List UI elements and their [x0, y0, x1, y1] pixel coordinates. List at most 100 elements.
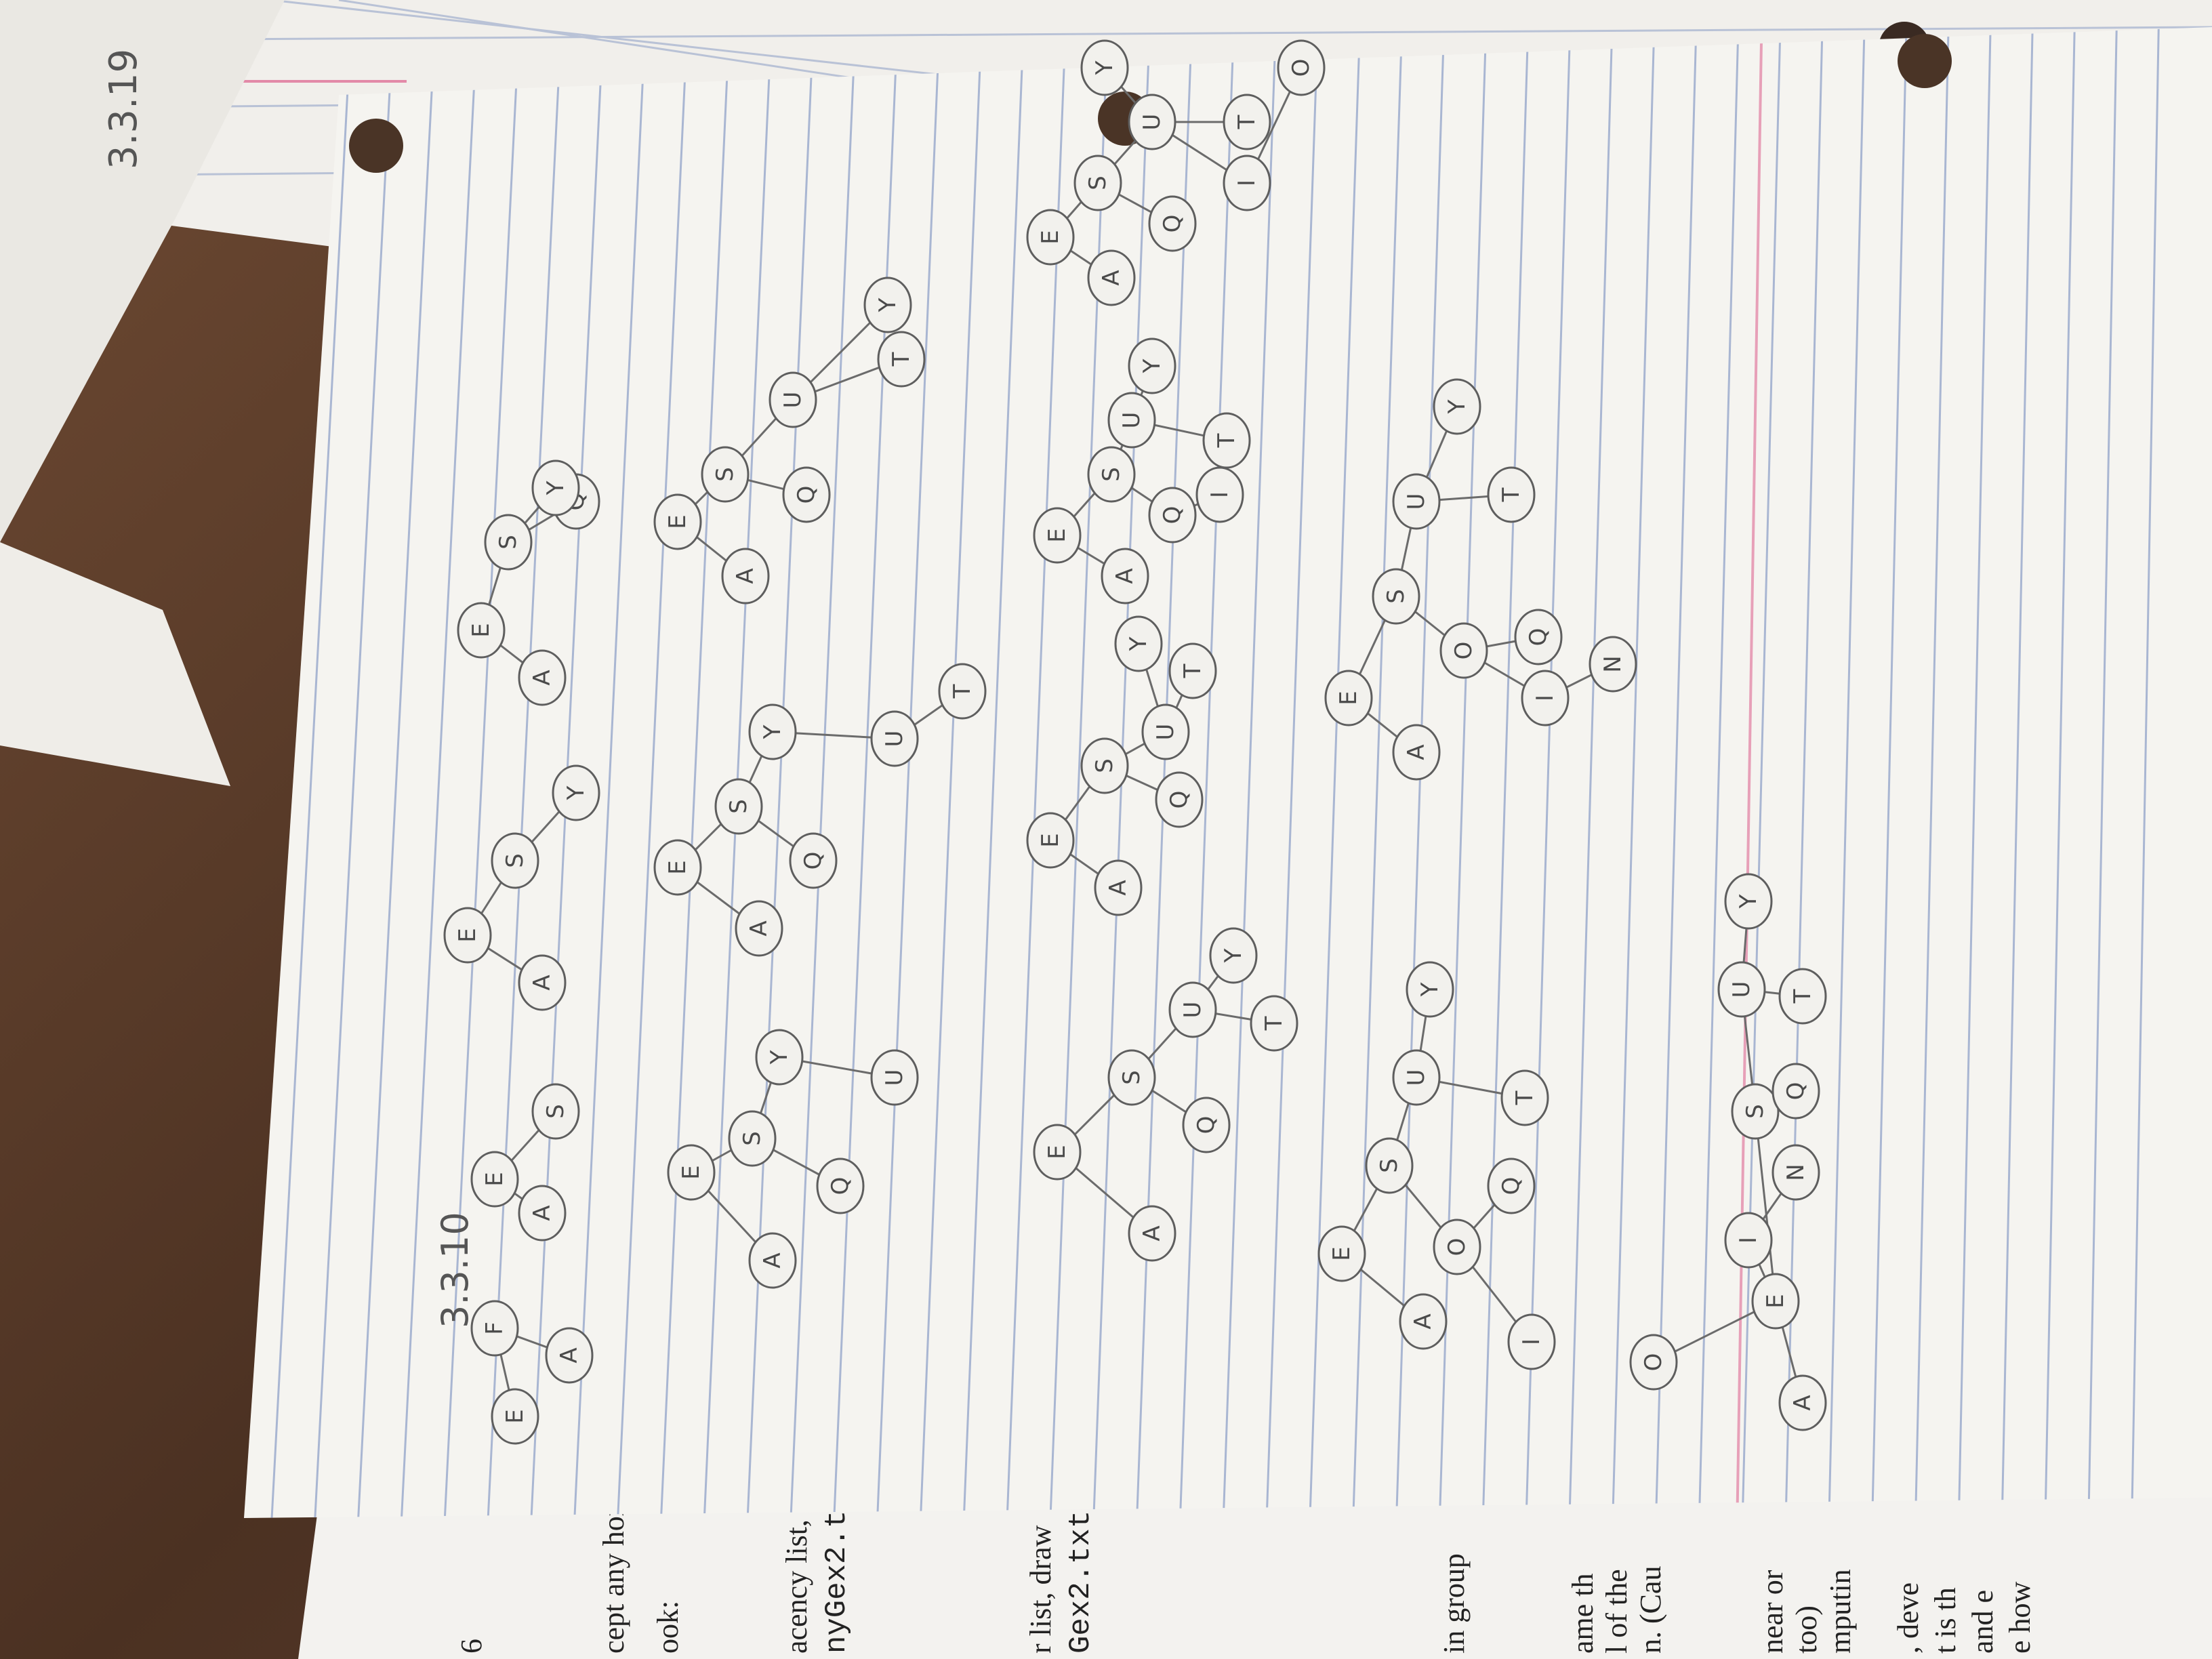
node-label: U	[1728, 981, 1755, 998]
tree-node: A	[545, 1327, 594, 1384]
node-label: T	[1213, 433, 1240, 448]
node-circle	[518, 649, 567, 706]
tree-node: T	[1778, 968, 1827, 1025]
node-circle	[1209, 927, 1258, 984]
node-label: T	[1498, 487, 1525, 502]
tree-node: E	[443, 907, 492, 964]
node-circle	[1372, 568, 1420, 625]
node-label: S	[1376, 1158, 1403, 1173]
tree-node: S	[1107, 1049, 1156, 1106]
node-circle	[728, 1110, 777, 1167]
tree-node: S	[1731, 1083, 1780, 1140]
node-label: A	[759, 1252, 786, 1268]
node-circle	[1195, 466, 1244, 523]
node-circle	[1324, 670, 1373, 726]
node-label: S	[739, 1131, 766, 1146]
tree-node: Q	[1771, 1063, 1820, 1120]
tree-node: Q	[1487, 1158, 1536, 1214]
tree-node: Q	[1155, 771, 1204, 828]
node-circle	[1128, 337, 1176, 394]
node-label: Q	[800, 852, 827, 870]
tree-node: T	[1202, 412, 1251, 469]
node-circle	[518, 1185, 567, 1242]
binder-hole	[1898, 34, 1952, 88]
node-circle	[870, 1049, 919, 1106]
tree-node: E	[653, 839, 702, 896]
node-label: U	[1403, 493, 1430, 510]
node-label: I	[1532, 695, 1559, 701]
tree-node: E	[1026, 209, 1075, 266]
node-label: N	[1782, 1164, 1809, 1181]
node-circle	[1724, 873, 1773, 930]
node-circle	[518, 954, 567, 1011]
node-label: Q	[1166, 791, 1193, 809]
node-label: Y	[562, 785, 590, 800]
node-circle	[1433, 378, 1481, 435]
node-circle	[1751, 1273, 1800, 1330]
tree-node: E	[667, 1144, 716, 1201]
tree-node: Y	[1080, 39, 1129, 96]
node-label: A	[1139, 1225, 1166, 1241]
tree-node: I	[1195, 466, 1244, 523]
node-label: A	[732, 568, 759, 583]
node-label: Q	[1159, 215, 1186, 233]
tree-node: E	[457, 602, 506, 659]
node-circle	[938, 663, 987, 720]
node-label: A	[529, 975, 556, 990]
tree-node: S	[1372, 568, 1420, 625]
tree-t1: EFA	[470, 1300, 594, 1445]
node-circle	[721, 548, 770, 605]
node-label: A	[529, 670, 556, 685]
node-label: O	[1288, 59, 1315, 77]
node-label: E	[468, 623, 495, 637]
node-circle	[748, 1232, 797, 1289]
tree-node: Y	[755, 1029, 804, 1086]
node-label: T	[1261, 1016, 1288, 1031]
node-label: Y	[1220, 948, 1247, 963]
tree-node: U	[1717, 961, 1766, 1018]
tree-node: A	[1128, 1205, 1176, 1262]
tree-node: N	[1589, 636, 1637, 693]
node-circle	[1717, 961, 1766, 1018]
node-circle	[1026, 812, 1075, 869]
node-label: E	[1328, 1246, 1355, 1261]
node-label: Q	[1193, 1116, 1220, 1134]
tree-t2: EAS	[470, 1083, 580, 1242]
node-label: A	[1403, 744, 1430, 760]
node-circle	[1087, 249, 1136, 306]
tree-node: A	[518, 649, 567, 706]
node-label: Q	[793, 486, 820, 504]
node-circle	[714, 778, 763, 835]
node-circle	[1101, 548, 1149, 605]
node-label: T	[949, 684, 976, 699]
tree-node: A	[1101, 548, 1149, 605]
tree-node: Y	[531, 459, 580, 516]
node-circle	[816, 1158, 865, 1214]
tree-node: S	[531, 1083, 580, 1140]
tree-node: Y	[748, 703, 797, 760]
node-label: Y	[1125, 636, 1152, 651]
node-circle	[1731, 1083, 1780, 1140]
node-circle	[484, 514, 533, 571]
tree-node: Q	[789, 832, 838, 889]
node-circle	[470, 1151, 519, 1208]
node-label: U	[1403, 1069, 1430, 1086]
tree-node: E	[1033, 507, 1082, 564]
tree-node: I	[1521, 670, 1570, 726]
node-label: S	[1118, 1070, 1145, 1085]
tree-node: U	[1107, 392, 1156, 449]
node-circle	[1514, 609, 1563, 665]
node-label: I	[1233, 180, 1261, 186]
node-label: Y	[542, 480, 569, 495]
node-circle	[1778, 1374, 1827, 1431]
node-label: Q	[1525, 628, 1552, 647]
tree-node: Y	[552, 764, 600, 821]
binder-hole	[349, 119, 403, 173]
